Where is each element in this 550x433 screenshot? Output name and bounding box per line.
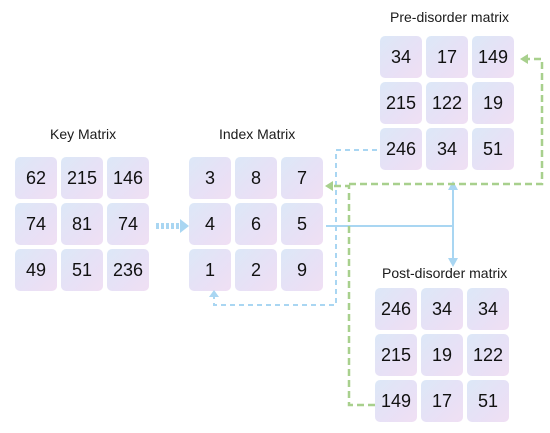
- key-matrix: 62 215 146 74 81 74 49 51 236: [15, 157, 149, 291]
- index-cell-0-1: 8: [235, 157, 277, 199]
- blue-dashed-loop: [209, 149, 377, 306]
- post-cell-0-2: 34: [467, 288, 509, 330]
- index-cell-2-0: 1: [189, 249, 231, 291]
- key-cell-1-0: 74: [15, 203, 57, 245]
- arrowhead-up-to-pre: [448, 181, 458, 190]
- arrowhead-down-to-post: [448, 258, 458, 267]
- key-matrix-title: Key Matrix: [50, 126, 117, 142]
- index-matrix: 3 8 7 4 6 5 1 2 9: [189, 157, 323, 291]
- green-dashed-loop-to-index: [325, 181, 375, 407]
- index-matrix-title: Index Matrix: [219, 126, 296, 142]
- post-cell-2-2: 51: [467, 380, 509, 422]
- pre-cell-1-0: 215: [380, 82, 422, 124]
- green-dashed-loop-to-pre: [349, 54, 544, 186]
- post-cell-1-0: 215: [375, 334, 417, 376]
- key-to-index-arrow: [156, 219, 189, 233]
- index-cell-1-2: 5: [281, 203, 323, 245]
- key-cell-1-1: 81: [61, 203, 103, 245]
- key-cell-0-0: 62: [15, 157, 57, 199]
- key-cell-0-2: 146: [107, 157, 149, 199]
- key-cell-2-1: 51: [61, 249, 103, 291]
- pre-cell-2-0: 246: [380, 128, 422, 170]
- pre-cell-0-1: 17: [426, 36, 468, 78]
- post-cell-0-0: 246: [375, 288, 417, 330]
- index-cell-2-1: 2: [235, 249, 277, 291]
- post-disorder-matrix: 246 34 34 215 19 122 149 17 51: [375, 288, 509, 422]
- pre-cell-0-0: 34: [380, 36, 422, 78]
- pre-cell-1-2: 19: [472, 82, 514, 124]
- post-cell-2-1: 17: [421, 380, 463, 422]
- pre-cell-0-2: 149: [472, 36, 514, 78]
- index-cell-1-0: 4: [189, 203, 231, 245]
- index-cell-2-2: 9: [281, 249, 323, 291]
- pre-disorder-matrix-title: Pre-disorder matrix: [390, 9, 510, 25]
- index-cell-0-0: 3: [189, 157, 231, 199]
- key-cell-2-0: 49: [15, 249, 57, 291]
- post-disorder-matrix-title: Post-disorder matrix: [382, 265, 508, 281]
- pre-disorder-matrix: 34 17 149 215 122 19 246 34 51: [380, 36, 514, 170]
- pre-cell-2-1: 34: [426, 128, 468, 170]
- pre-cell-1-1: 122: [426, 82, 468, 124]
- index-cell-0-2: 7: [281, 157, 323, 199]
- post-cell-1-2: 122: [467, 334, 509, 376]
- post-cell-2-0: 149: [375, 380, 417, 422]
- pre-cell-2-2: 51: [472, 128, 514, 170]
- index-to-pre-post-connector: [326, 181, 458, 267]
- key-cell-1-2: 74: [107, 203, 149, 245]
- index-cell-1-1: 6: [235, 203, 277, 245]
- post-cell-1-1: 19: [421, 334, 463, 376]
- key-cell-0-1: 215: [61, 157, 103, 199]
- post-cell-0-1: 34: [421, 288, 463, 330]
- key-cell-2-2: 236: [107, 249, 149, 291]
